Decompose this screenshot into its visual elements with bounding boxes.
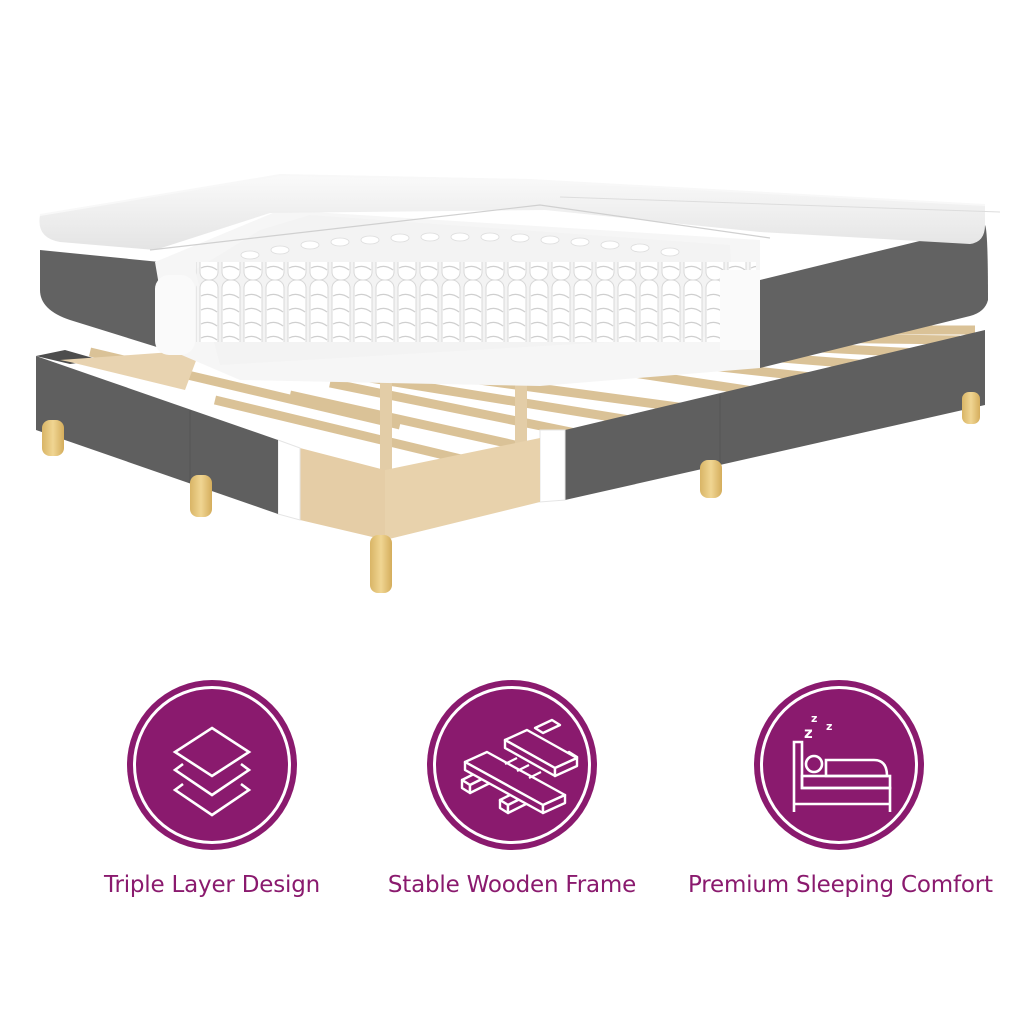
feature-wooden-frame: Stable Wooden Frame [362,680,662,898]
wooden-slats-icon [460,718,579,815]
bed-product-image [36,173,1001,593]
sleeping-bed-icon: z z z [792,712,892,812]
layers-icon [172,726,252,817]
feature-badge [127,680,297,850]
feature-badge [427,680,597,850]
feature-badge: z z z [754,680,924,850]
feature-sleeping-comfort: z z z Premium Sleeping Comfort [688,680,993,898]
svg-text:z: z [811,712,817,725]
mattress-topper [39,173,1001,251]
svg-text:z: z [826,720,832,733]
feature-label: Premium Sleeping Comfort [688,872,993,898]
mattress [40,210,988,386]
feature-label: Triple Layer Design [103,872,320,898]
feature-label: Stable Wooden Frame [387,872,637,898]
feature-triple-layer: Triple Layer Design [62,680,362,898]
svg-text:z: z [804,724,813,742]
